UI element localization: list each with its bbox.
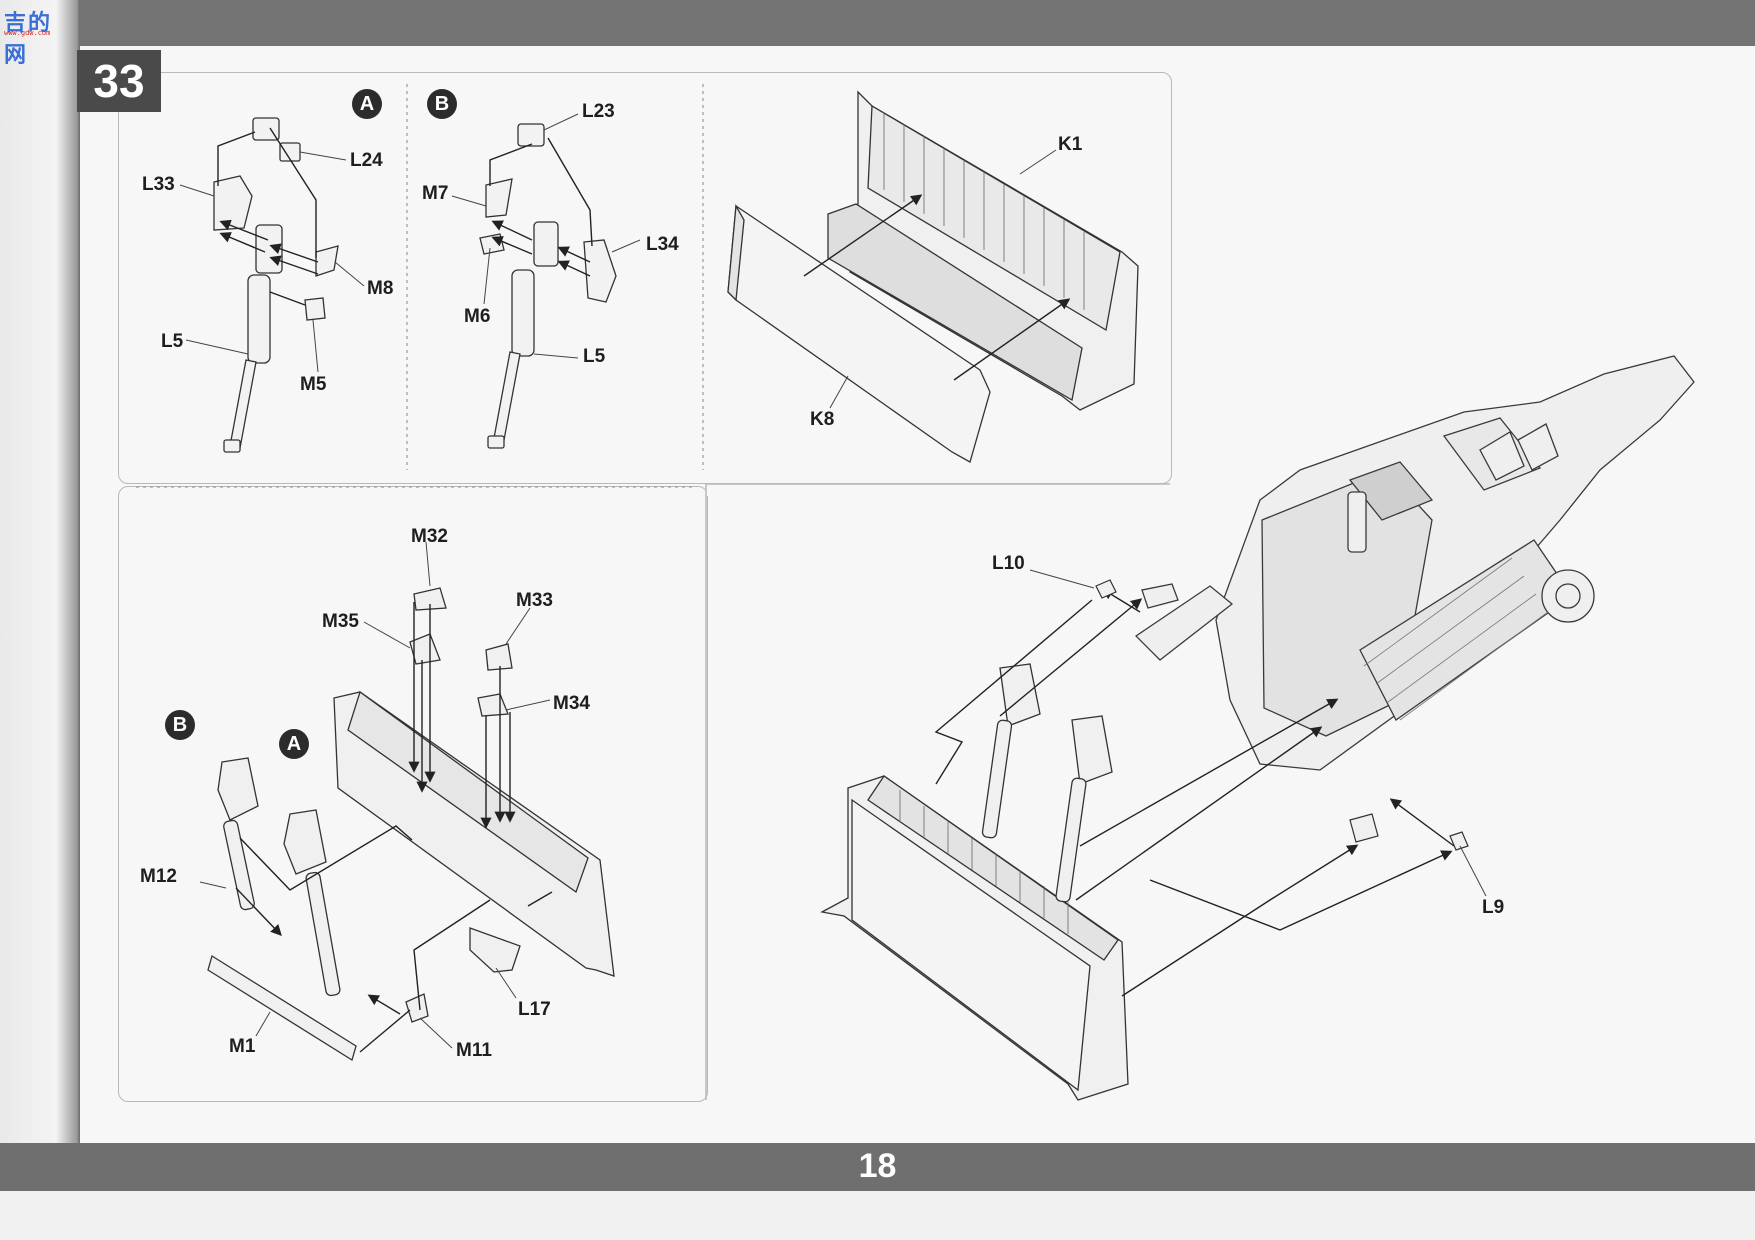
top-band xyxy=(0,0,1755,46)
part-label-m34: M34 xyxy=(553,693,590,714)
page-bottom-margin xyxy=(0,1191,1755,1240)
part-label-k1: K1 xyxy=(1058,134,1083,155)
bulldozer-track-treads xyxy=(1363,557,1549,721)
part-label-m12: M12 xyxy=(140,866,177,887)
part-label-l5-b: L5 xyxy=(583,346,606,367)
blade-assembly xyxy=(207,587,615,1062)
part-label-l24: L24 xyxy=(350,150,383,171)
ram-assembly-b xyxy=(479,123,617,449)
part-label-l10: L10 xyxy=(992,553,1025,574)
step-number: 33 xyxy=(77,50,161,112)
variant-marker-a-lower: A xyxy=(279,729,309,759)
footer-band: 18 xyxy=(0,1143,1755,1191)
page-gutter xyxy=(0,0,80,1240)
part-label-l34: L34 xyxy=(646,234,679,255)
part-label-l23: L23 xyxy=(582,101,615,122)
part-label-l9: L9 xyxy=(1482,897,1505,918)
variant-marker-a: A xyxy=(352,89,382,119)
part-label-m32: M32 xyxy=(411,526,448,547)
logo-text: 吉的网 xyxy=(4,11,53,68)
part-label-m5: M5 xyxy=(300,374,327,395)
bulldozer-body xyxy=(1134,355,1695,771)
part-label-l5-a: L5 xyxy=(161,331,184,352)
variant-marker-b-lower: B xyxy=(165,710,195,740)
site-logo: 吉的网 www.gdw.com xyxy=(4,5,70,68)
logo-subtext: www.gdw.com xyxy=(4,29,51,37)
part-label-l33: L33 xyxy=(142,174,175,195)
part-label-m1: M1 xyxy=(229,1036,256,1057)
main-rams xyxy=(981,663,1113,903)
part-label-m6: M6 xyxy=(464,306,491,327)
part-label-m11: M11 xyxy=(456,1040,492,1061)
part-label-m8: M8 xyxy=(367,278,394,299)
part-label-l17: L17 xyxy=(518,999,551,1020)
part-label-m33: M33 xyxy=(516,590,553,611)
part-label-k8: K8 xyxy=(810,409,835,430)
page-number: 18 xyxy=(858,1147,897,1185)
part-label-m7: M7 xyxy=(422,183,449,204)
ram-assembly-a xyxy=(213,117,339,453)
main-blade xyxy=(820,775,1129,1101)
part-label-m35: M35 xyxy=(322,611,359,632)
blade-k1-k8 xyxy=(727,90,1139,463)
variant-marker-b: B xyxy=(427,89,457,119)
mount-brackets xyxy=(1095,579,1469,851)
